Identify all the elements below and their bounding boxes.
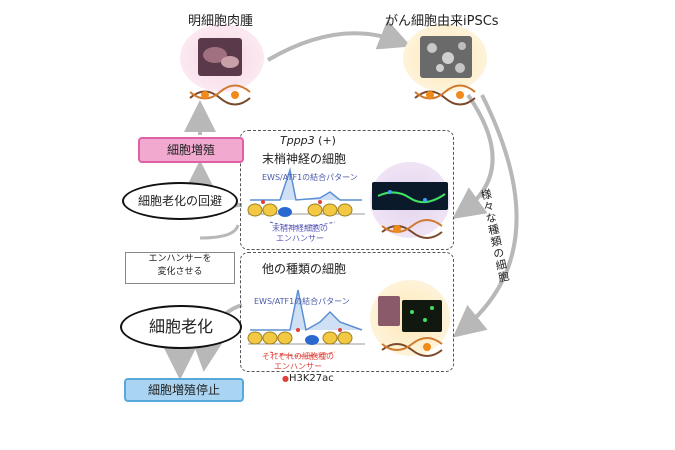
arrow-top (266, 19, 412, 62)
dna-helix-upper (381, 219, 443, 239)
dna-helix-top-right (414, 84, 476, 106)
upper-enhancer-label: 末梢神経細胞の エンハンサー (272, 224, 328, 244)
gene-suffix: (+) (314, 134, 336, 147)
legend-marker: ● (282, 374, 289, 383)
lower-panel (240, 252, 454, 372)
change-enhancer-line1: エンハンサーを (148, 254, 212, 264)
lower-panel-title: 他の種類の細胞 (262, 262, 347, 276)
proliferation-box: 細胞増殖 (138, 137, 244, 163)
upper-enhancer-line1: 末梢神経細胞の (272, 224, 328, 233)
senescence-bypass-ellipse: 細胞老化の回避 (122, 182, 238, 220)
upper-peak (250, 167, 362, 201)
arrow-right-upper (452, 93, 495, 220)
gene-label: Tppp3 (+) (280, 134, 336, 147)
lower-pattern-label: EWS/ATF1の結合パターン (254, 297, 350, 306)
lower-peak (250, 289, 363, 332)
change-enhancer-box: エンハンサーを 変化させる (125, 252, 235, 284)
lower-nucleosomes (247, 328, 353, 345)
legend-text: H3K27ac (288, 373, 334, 384)
lower-enhancer-line1: それぞれの細胞種の (262, 352, 334, 361)
ipsc-label: がん細胞由来iPSCs (385, 14, 499, 29)
senescence-label: 細胞老化 (148, 317, 213, 336)
upper-pattern-label: EWS/ATF1の結合パターン (262, 173, 358, 182)
senescence-ellipse: 細胞老化 (120, 305, 242, 349)
arrest-box: 細胞増殖停止 (124, 378, 244, 402)
arrow-enhancer-link (199, 224, 240, 240)
lower-enhancer-label: それぞれの細胞種の エンハンサー (262, 352, 334, 372)
senescence-bypass-label: 細胞老化の回避 (137, 194, 222, 208)
upper-panel (240, 130, 454, 250)
gene-name: Tppp3 (280, 134, 315, 147)
other-cell-image-1 (378, 296, 400, 326)
upper-enhancer-line2: エンハンサー (276, 234, 324, 243)
change-enhancer-line2: 変化させる (157, 267, 203, 277)
neuron-image (372, 182, 448, 210)
dna-helix-lower (381, 337, 443, 357)
lower-enhancer-line2: エンハンサー (274, 362, 322, 371)
tumor-label: 明細胞肉腫 (188, 14, 254, 29)
arrow-right-lower (452, 94, 519, 338)
upper-panel-title: 末梢神経の細胞 (262, 152, 347, 166)
dna-helix-top-left (189, 84, 251, 106)
upper-nucleosomes (247, 200, 353, 217)
legend: ●H3K27ac (282, 373, 334, 384)
